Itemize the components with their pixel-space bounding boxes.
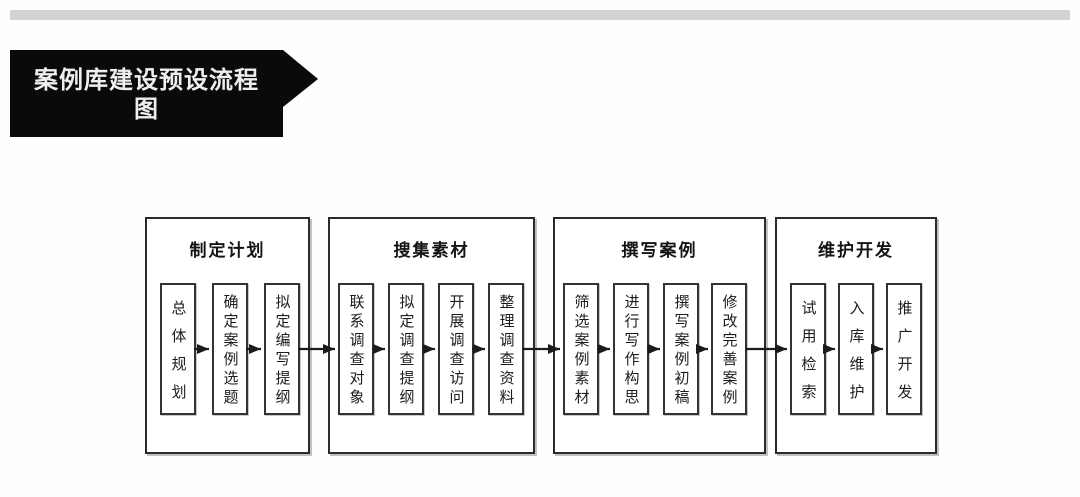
banner-title-line2: 图 [134,95,159,123]
title-banner: 案例库建设预设流程 图 [10,50,318,137]
step-contact-subjects: 联系调查对象 [338,283,374,415]
stage-write-title: 撰写案例 [621,241,698,260]
step-first-draft: 撰写案例初稿 [663,283,699,415]
step-draft-outline: 拟定编写提纲 [264,283,300,415]
banner-title-line1: 案例库建设预设流程 [34,66,259,94]
stage-maintain: 维护开发 试用检索 入库维护 推广开发 [775,217,937,454]
step-revise-perfect: 修改完善案例 [711,283,747,415]
stage-plan-title: 制定计划 [189,241,266,260]
step-survey-outline: 拟定调查提纲 [388,283,424,415]
step-overall-planning: 总体规划 [160,283,196,415]
step-storage-maintain: 入库维护 [838,283,874,415]
stage-write: 撰写案例 筛选案例素材 进行写作构思 撰写案例初稿 修改完善案例 [553,217,766,454]
stage-maintain-title: 维护开发 [818,241,894,260]
step-trial-retrieval: 试用检索 [790,283,826,415]
stage-plan: 制定计划 总体规划 确定案例选题 拟定编写提纲 [145,217,310,454]
step-promote-develop: 推广开发 [886,283,922,415]
top-divider-bar [10,10,1070,20]
step-organize-data: 整理调查资料 [488,283,524,415]
step-determine-topic: 确定案例选题 [212,283,248,415]
stage-collect: 搜集素材 联系调查对象 拟定调查提纲 开展调查访问 整理调查资料 [328,217,535,454]
step-conduct-interviews: 开展调查访问 [438,283,474,415]
stage-collect-title: 搜集素材 [393,241,470,260]
step-writing-concept: 进行写作构思 [613,283,649,415]
step-screen-materials: 筛选案例素材 [563,283,599,415]
